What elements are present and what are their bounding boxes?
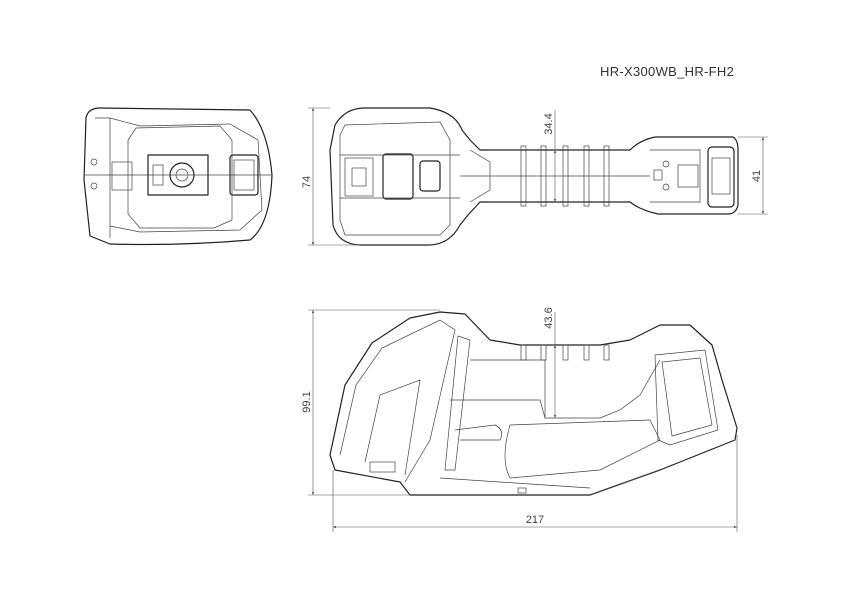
model-title: HR-X300WB_HR-FH2: [600, 64, 734, 79]
top-view: [329, 107, 739, 246]
dim-handle-width: 34.4: [543, 113, 555, 134]
dim-top-height: 74: [301, 176, 313, 188]
dim-grip-height: 43.6: [543, 307, 555, 328]
front-view: [83, 107, 273, 246]
dim-overall-length: 217: [526, 514, 544, 526]
grip-ribs: [520, 145, 610, 207]
side-view: [329, 311, 738, 496]
dimension-lines: [308, 107, 768, 532]
side-grip-ribs: [520, 344, 610, 361]
dim-side-height: 99.1: [301, 391, 313, 412]
dim-head-width: 41: [751, 170, 763, 182]
